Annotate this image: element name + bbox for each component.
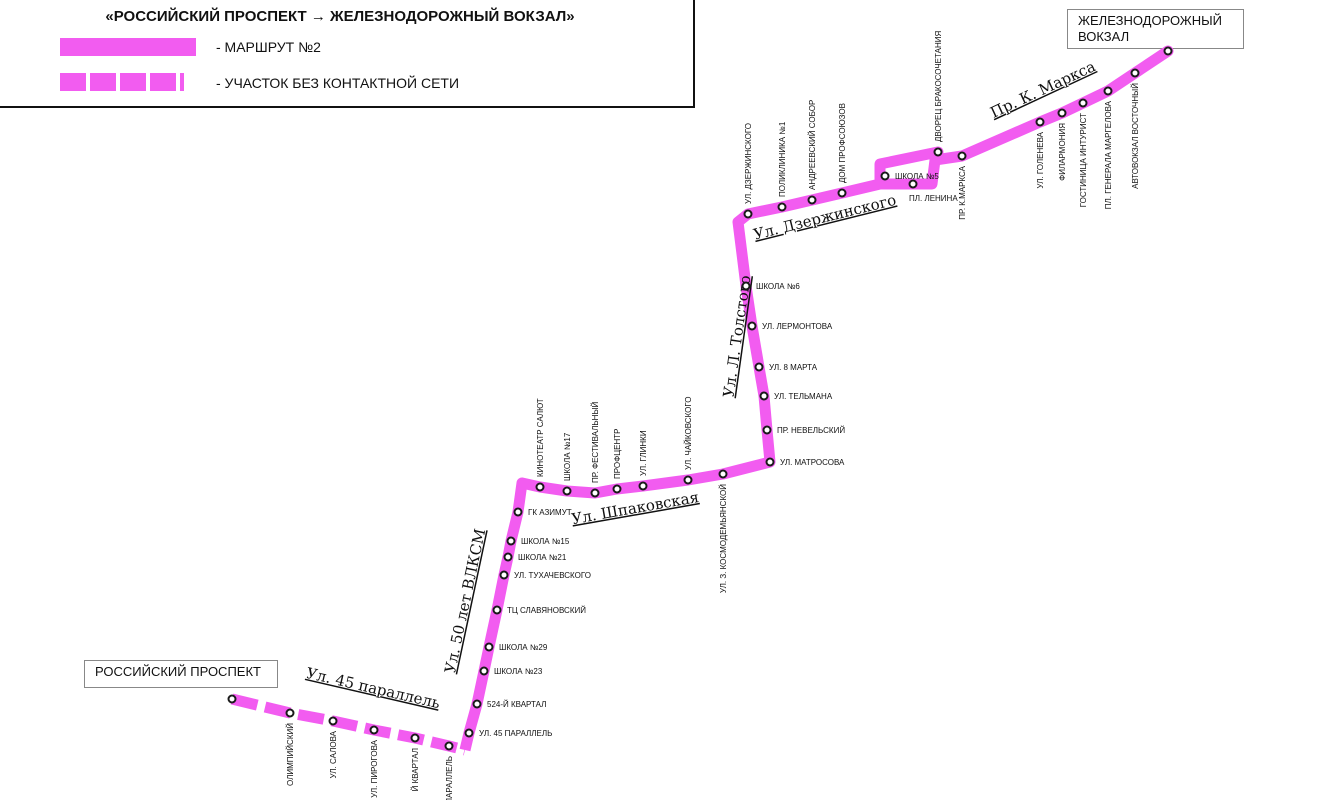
stop-marker[interactable] xyxy=(1163,46,1173,56)
stop-marker[interactable] xyxy=(499,570,509,580)
stop-label: ПОЛИКЛИНИКА №1 xyxy=(778,121,787,197)
stop-label: ГОСТИНИЦА ИНТУРИСТ xyxy=(1079,113,1088,207)
legend-route-label: - МАРШРУТ №2 xyxy=(216,39,321,55)
stop-marker[interactable] xyxy=(590,488,600,498)
legend-solid-route-swatch xyxy=(60,38,196,56)
legend-dashed-label: - УЧАСТОК БЕЗ КОНТАКТНОЙ СЕТИ xyxy=(216,75,460,91)
stop-label: ОЛИМПИЙСКИЙ xyxy=(286,723,295,786)
start-terminal-box: РОССИЙСКИЙ ПРОСПЕКТ xyxy=(84,660,278,688)
stop-marker[interactable] xyxy=(754,362,764,372)
stop-label: ШКОЛА №29 xyxy=(499,643,548,652)
stop-label: УЛ. ТЕЛЬМАНА xyxy=(774,392,833,401)
stop-label: УЛ. 45 ПАРАЛЛЕЛЬ xyxy=(479,729,552,738)
stop-label: УЛ. ГЛИНКИ xyxy=(639,430,648,476)
stop-marker[interactable] xyxy=(807,195,817,205)
stop-label: УЛ. ЛЕРМОНТОВА xyxy=(762,322,833,331)
street-name: Пр. К. Маркса xyxy=(987,57,1098,122)
stop-marker[interactable] xyxy=(369,725,379,735)
stop-marker[interactable] xyxy=(908,179,918,189)
legend: «РОССИЙСКИЙ ПРОСПЕКТ → ЖЕЛЕЗНОДОРОЖНЫЙ В… xyxy=(0,0,695,108)
stop-label: ШКОЛА №15 xyxy=(521,537,570,546)
stop-marker[interactable] xyxy=(880,171,890,181)
stop-marker[interactable] xyxy=(227,694,237,704)
stop-marker[interactable] xyxy=(718,469,728,479)
stop-label: УЛ. ЧАЙКОВСКОГО xyxy=(684,397,693,470)
stop-marker[interactable] xyxy=(506,536,516,546)
stop-label: ПР. К.МАРКСА xyxy=(958,165,967,219)
stop-marker[interactable] xyxy=(285,708,295,718)
stop-label: ПАРАЛЛЕЛЬ xyxy=(445,756,454,800)
route-line xyxy=(459,146,944,752)
stop-marker[interactable] xyxy=(743,209,753,219)
route-line xyxy=(929,45,1174,166)
legend-title: «РОССИЙСКИЙ ПРОСПЕКТ → ЖЕЛЕЗНОДОРОЖНЫЙ В… xyxy=(105,8,575,25)
stop-label: УЛ. 8 МАРТА xyxy=(769,363,818,372)
stop-label: 524-Й КВАРТАЛ xyxy=(487,700,546,709)
stop-label: Й КВАРТАЛ xyxy=(411,748,420,791)
stop-marker[interactable] xyxy=(1035,117,1045,127)
stop-marker[interactable] xyxy=(683,475,693,485)
stop-marker[interactable] xyxy=(1057,108,1067,118)
legend-dashed-section-swatch xyxy=(60,73,184,91)
stop-marker[interactable] xyxy=(638,481,648,491)
stop-label: ШКОЛА №6 xyxy=(756,282,800,291)
start-terminal-label: РОССИЙСКИЙ ПРОСПЕКТ xyxy=(95,664,261,679)
stop-label: АНДРЕЕВСКИЙ СОБОР xyxy=(808,100,817,190)
stop-marker[interactable] xyxy=(513,507,523,517)
stop-label: ШКОЛА №23 xyxy=(494,667,543,676)
end-terminal-box: ЖЕЛЕЗНОДОРОЖНЫЙ ВОКЗАЛ xyxy=(1067,9,1244,49)
stop-marker[interactable] xyxy=(765,457,775,467)
stop-marker[interactable] xyxy=(1078,98,1088,108)
stop-label: УЛ. САЛОВА xyxy=(329,730,338,778)
stop-label: КИНОТЕАТР САЛЮТ xyxy=(536,398,545,477)
stop-label: УЛ. МАТРОСОВА xyxy=(780,458,845,467)
stop-label: ТЦ СЛАВЯНОВСКИЙ xyxy=(507,606,586,615)
stop-marker[interactable] xyxy=(933,147,943,157)
stop-marker[interactable] xyxy=(1130,68,1140,78)
stop-marker[interactable] xyxy=(444,741,454,751)
stop-marker[interactable] xyxy=(747,321,757,331)
stop-marker[interactable] xyxy=(612,484,622,494)
stop-label: ШКОЛА №21 xyxy=(518,553,567,562)
stop-label: УЛ. ГОЛЕНЕВА xyxy=(1036,131,1045,188)
stop-label: ПР. ФЕСТИВАЛЬНЫЙ xyxy=(591,401,600,483)
stop-marker[interactable] xyxy=(1103,86,1113,96)
stop-label: ДВОРЕЦ БРАКОСОЧЕТАНИЯ xyxy=(934,30,943,142)
stop-marker[interactable] xyxy=(762,425,772,435)
stop-label: УЛ. ПИРОГОВА xyxy=(370,739,379,798)
stop-label: ПЛ. ЛЕНИНА xyxy=(909,194,958,203)
stop-marker[interactable] xyxy=(472,699,482,709)
stop-label: ПРОФЦЕНТР xyxy=(613,429,622,479)
stop-marker[interactable] xyxy=(479,666,489,676)
end-terminal-label-line1: ЖЕЛЕЗНОДОРОЖНЫЙ xyxy=(1078,13,1223,28)
stop-marker[interactable] xyxy=(957,151,967,161)
stop-marker[interactable] xyxy=(777,202,787,212)
stop-label: УЛ. ДЗЕРЖИНСКОГО xyxy=(744,123,753,204)
stop-label: ПЛ. ГЕНЕРАЛА МАРГЕЛОВА xyxy=(1104,100,1113,209)
stop-label: ПР. НЕВЕЛЬСКИЙ xyxy=(777,426,845,435)
stop-label: ШКОЛА №17 xyxy=(563,432,572,481)
street-name: Ул. 50 лет ВЛКСМ xyxy=(441,527,489,675)
stop-marker[interactable] xyxy=(741,281,751,291)
stop-label: ФИЛАРМОНИЯ xyxy=(1058,123,1067,181)
stop-label: УЛ. З. КОСМОДЕМЬЯНСКОЙ xyxy=(719,484,728,593)
stop-marker[interactable] xyxy=(328,716,338,726)
stop-marker[interactable] xyxy=(492,605,502,615)
stop-marker[interactable] xyxy=(562,486,572,496)
stop-label: УЛ. ТУХАЧЕВСКОГО xyxy=(514,571,591,580)
stop-marker[interactable] xyxy=(484,642,494,652)
street-name: Ул. 45 параллель xyxy=(304,664,441,712)
stop-marker[interactable] xyxy=(410,733,420,743)
stop-label: ДОМ ПРОФСОЮЗОВ xyxy=(838,103,847,183)
stop-label: ШКОЛА №5 xyxy=(895,172,939,181)
stop-marker[interactable] xyxy=(837,188,847,198)
stop-marker[interactable] xyxy=(759,391,769,401)
stop-label: АВТОВОКЗАЛ ВОСТОЧНЫЙ xyxy=(1131,83,1140,189)
stop-marker[interactable] xyxy=(464,728,474,738)
stop-label: ГК АЗИМУТ xyxy=(528,508,572,517)
stop-marker[interactable] xyxy=(503,552,513,562)
end-terminal-label-line2: ВОКЗАЛ xyxy=(1078,29,1130,44)
stop-marker[interactable] xyxy=(535,482,545,492)
